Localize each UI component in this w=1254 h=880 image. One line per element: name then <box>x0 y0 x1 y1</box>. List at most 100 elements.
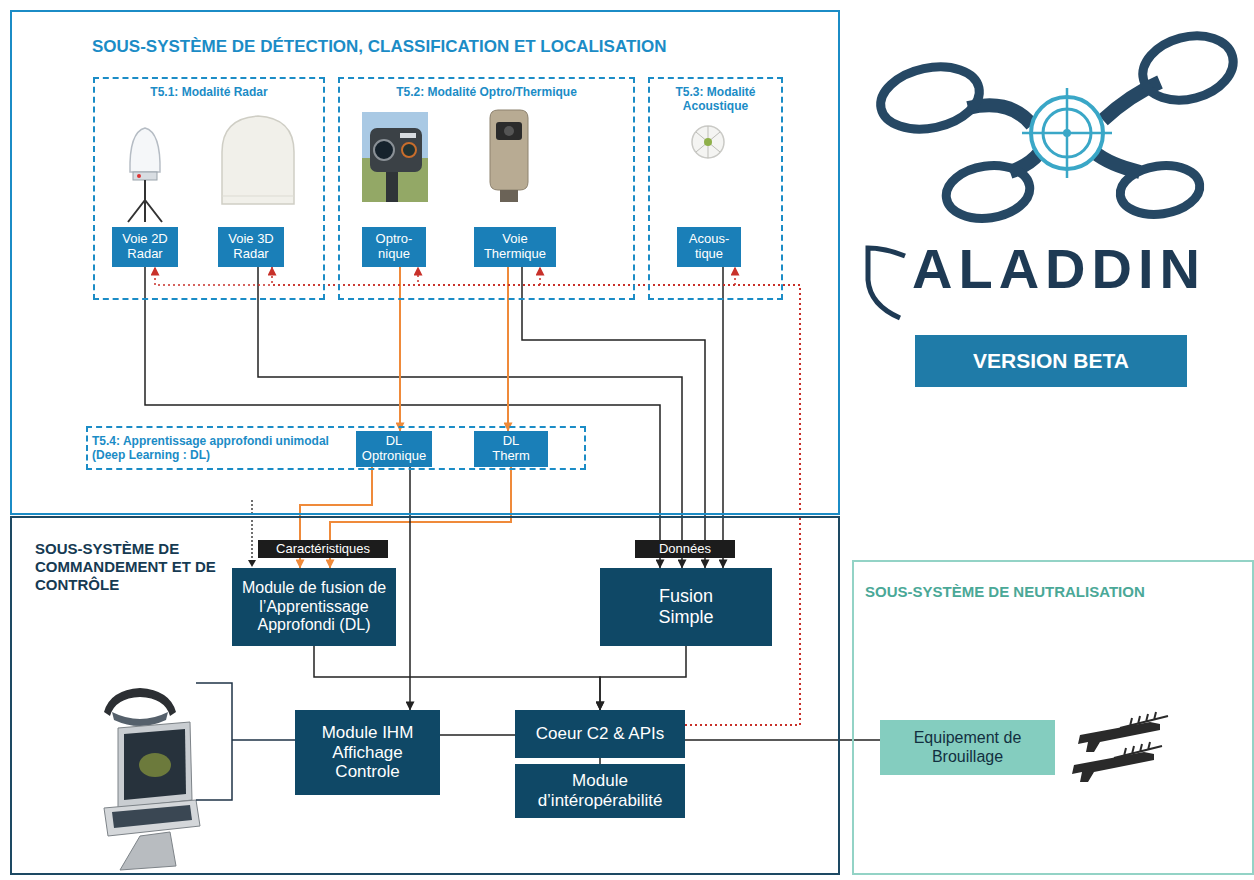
headset-icon <box>112 712 168 726</box>
interop-module: Module d’intéropérabilité <box>515 764 685 818</box>
connector <box>272 267 800 725</box>
thermal-camera-photo <box>504 126 514 136</box>
acoustic-sensor-photo <box>692 126 724 158</box>
subsystem-panel: SOUS-SYSTÈME DE COMMANDEMENT ET DE CONTR… <box>10 516 840 875</box>
dotted-feed-arrow <box>248 500 256 567</box>
connector <box>258 267 682 568</box>
box-label: Module de fusion de l’Apprentissage Appr… <box>235 579 393 634</box>
console-icon <box>124 729 186 800</box>
radar-3d-icon <box>222 116 294 204</box>
drone-logo <box>875 26 1241 223</box>
thermal-camera-photo <box>490 110 528 202</box>
box-label: Optro- nique <box>365 232 423 262</box>
box-label: Acous- tique <box>680 232 738 262</box>
radar-2d-icon <box>137 174 141 178</box>
console-icon <box>104 722 200 870</box>
connector <box>600 646 686 710</box>
connector <box>409 467 411 710</box>
connector <box>155 267 800 725</box>
connector <box>399 267 401 431</box>
hmi-module: Module IHM Affichage Controle <box>295 710 440 795</box>
drone-logo <box>875 58 985 137</box>
sensor-channel: Acous- tique <box>677 227 741 267</box>
radar-3d-icon <box>222 116 294 204</box>
jammer-icon <box>1072 752 1154 782</box>
connector <box>685 739 880 741</box>
bracket-line <box>196 683 295 800</box>
sensor-channel: Voie 2D Radar <box>112 227 178 267</box>
connector <box>522 267 705 568</box>
connector <box>685 267 800 725</box>
fusion-module: Fusion Simple <box>600 568 772 646</box>
panel-heading: T5.3: Modalité Acoustique <box>650 85 781 114</box>
box-label: Voie Thermique <box>477 232 553 262</box>
box-label: Equipement de Brouillage <box>883 729 1052 766</box>
radar-3d-icon <box>222 196 294 197</box>
target-reticle <box>1063 129 1071 137</box>
data-tag: Caractéristiques <box>258 540 388 558</box>
connector <box>314 646 600 710</box>
logo-wordmark: ALADDIN <box>912 238 1206 300</box>
acoustic-sensor-photo <box>692 126 724 158</box>
logo-shield <box>868 248 905 318</box>
connector <box>145 267 660 568</box>
box-label: Voie 2D Radar <box>115 232 175 262</box>
box-label: Module IHM Affichage Controle <box>313 723 423 782</box>
box-label: DL Therm <box>489 434 533 464</box>
dotted-feed-arrow <box>251 500 252 560</box>
drone-logo <box>1136 26 1241 110</box>
fusion-module: Module de fusion de l’Apprentissage Appr… <box>232 568 396 646</box>
drone-logo <box>943 160 1033 223</box>
jammer-icon <box>1114 742 1162 758</box>
headset-icon <box>104 688 176 726</box>
dl-module: DL Therm <box>474 431 548 467</box>
acoustic-sensor-photo <box>696 126 720 158</box>
box-label: Voie 3D Radar <box>221 232 281 262</box>
console-icon <box>118 722 192 808</box>
box-label: Coeur C2 & APIs <box>536 724 665 744</box>
panel-heading: T5.1: Modalité Radar <box>95 85 323 99</box>
optronic-camera-photo <box>362 112 428 202</box>
logo-wordmark: ALADDIN <box>912 238 1206 300</box>
logo-shield <box>868 248 905 318</box>
dotted-feed-arrow <box>248 560 256 567</box>
box-label: Fusion Simple <box>651 586 721 627</box>
thermal-camera-photo <box>496 122 522 140</box>
data-tag: Données <box>659 542 711 556</box>
panel-heading: T5.2: Modalité Optro/Thermique <box>340 85 633 99</box>
sensor-channel: Optro- nique <box>362 227 426 267</box>
box-label: Module d’intéropérabilité <box>518 771 682 810</box>
console-icon <box>120 832 176 870</box>
radar-2d-icon <box>130 128 160 172</box>
jammer-box: Equipement de Brouillage <box>880 720 1055 775</box>
subsystem-panel: SOUS-SYSTÈME DE DÉTECTION, CLASSIFICATIO… <box>10 10 840 515</box>
console-icon <box>104 800 200 836</box>
panel-heading: T5.4: Apprentissage approfondi unimodal … <box>92 434 348 463</box>
task-group: T5.4: Apprentissage approfondi unimodal … <box>86 426 586 470</box>
acoustic-sensor-photo <box>704 138 712 146</box>
c2-core: Coeur C2 & APIs <box>515 710 685 758</box>
jammer-icon <box>1120 712 1168 728</box>
connector <box>722 267 724 568</box>
connector <box>418 267 800 725</box>
headset-icon <box>104 688 176 716</box>
subsystem-panel: SOUS-SYSTÈME DE NEUTRALISATIONEquipement… <box>852 560 1254 875</box>
box-label: VERSION BETA <box>973 349 1129 373</box>
task-group: T5.1: Modalité RadarVoie 2D Radar Voie 3D… <box>93 77 325 300</box>
dl-module: DL Optronique <box>356 431 432 467</box>
sensor-channel: Voie Thermique <box>474 227 556 267</box>
task-group: T5.2: Modalité Optro/ThermiqueOptro- niq… <box>338 77 635 300</box>
optronic-camera-photo <box>400 133 416 138</box>
version-banner: VERSION BETA <box>915 335 1187 387</box>
target-reticle <box>1022 88 1112 178</box>
panel-heading: SOUS-SYSTÈME DE DÉTECTION, CLASSIFICATIO… <box>92 37 832 57</box>
target-reticle <box>1022 88 1112 178</box>
bracket-line <box>196 683 295 800</box>
connector <box>540 267 800 725</box>
jammer-icon <box>1072 712 1168 782</box>
panel-heading: SOUS-SYSTÈME DE COMMANDEMENT ET DE CONTR… <box>35 540 240 594</box>
drone-logo <box>1117 161 1203 220</box>
radar-2d-icon <box>133 172 157 180</box>
optronic-camera-photo <box>370 128 422 172</box>
thermal-camera-photo <box>490 110 528 190</box>
